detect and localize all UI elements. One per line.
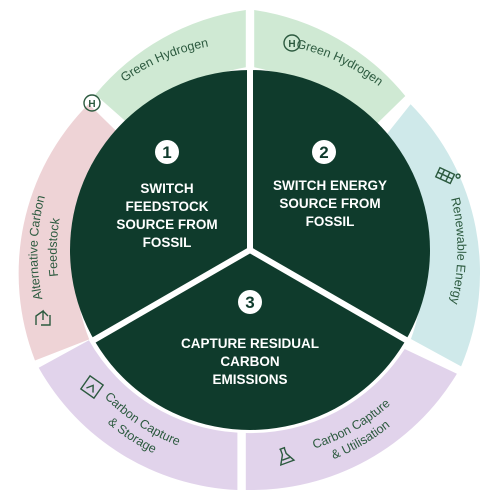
section3-line2: CARBON xyxy=(220,354,279,369)
storage-icon xyxy=(79,374,105,400)
core-section-3: 3 CAPTURE RESIDUAL CARBON EMISSIONS xyxy=(181,290,319,387)
section1-line1: SWITCH xyxy=(140,181,193,196)
number-badge-1 xyxy=(155,140,179,164)
number-1: 1 xyxy=(162,143,171,162)
core-section-2: 2 SWITCH ENERGY SOURCE FROM FOSSIL xyxy=(273,140,387,229)
segment-green-hydrogen-left xyxy=(95,10,246,131)
section2-line1: SWITCH ENERGY xyxy=(273,178,387,193)
number-badge-3 xyxy=(238,290,262,314)
segment-carbon-capture-utilisation xyxy=(245,349,457,491)
section3-line3: EMISSIONS xyxy=(212,372,287,387)
number-2: 2 xyxy=(319,143,328,162)
hydrogen-icon: H xyxy=(283,34,301,52)
svg-text:H: H xyxy=(288,39,295,50)
section1-line4: FOSSIL xyxy=(143,235,192,250)
core-divider-right xyxy=(248,247,409,344)
section1-line3: SOURCE FROM xyxy=(116,217,217,232)
section2-line2: SOURCE FROM xyxy=(279,196,380,211)
flask-icon xyxy=(279,446,296,467)
core-divider-left xyxy=(91,247,252,344)
core-section-1: 1 SWITCH FEEDSTOCK SOURCE FROM FOSSIL xyxy=(116,140,218,250)
hydrogen-icon: H xyxy=(83,94,101,112)
section2-line3: FOSSIL xyxy=(306,214,355,229)
number-3: 3 xyxy=(245,293,254,312)
recycle-icon xyxy=(35,309,51,326)
section3-line1: CAPTURE RESIDUAL xyxy=(181,336,319,351)
svg-text:H: H xyxy=(88,99,95,110)
number-badge-2 xyxy=(312,140,336,164)
solar-panel-icon xyxy=(434,166,461,185)
section1-line2: FEEDSTOCK xyxy=(125,199,208,214)
segment-green-hydrogen-right xyxy=(254,10,406,136)
